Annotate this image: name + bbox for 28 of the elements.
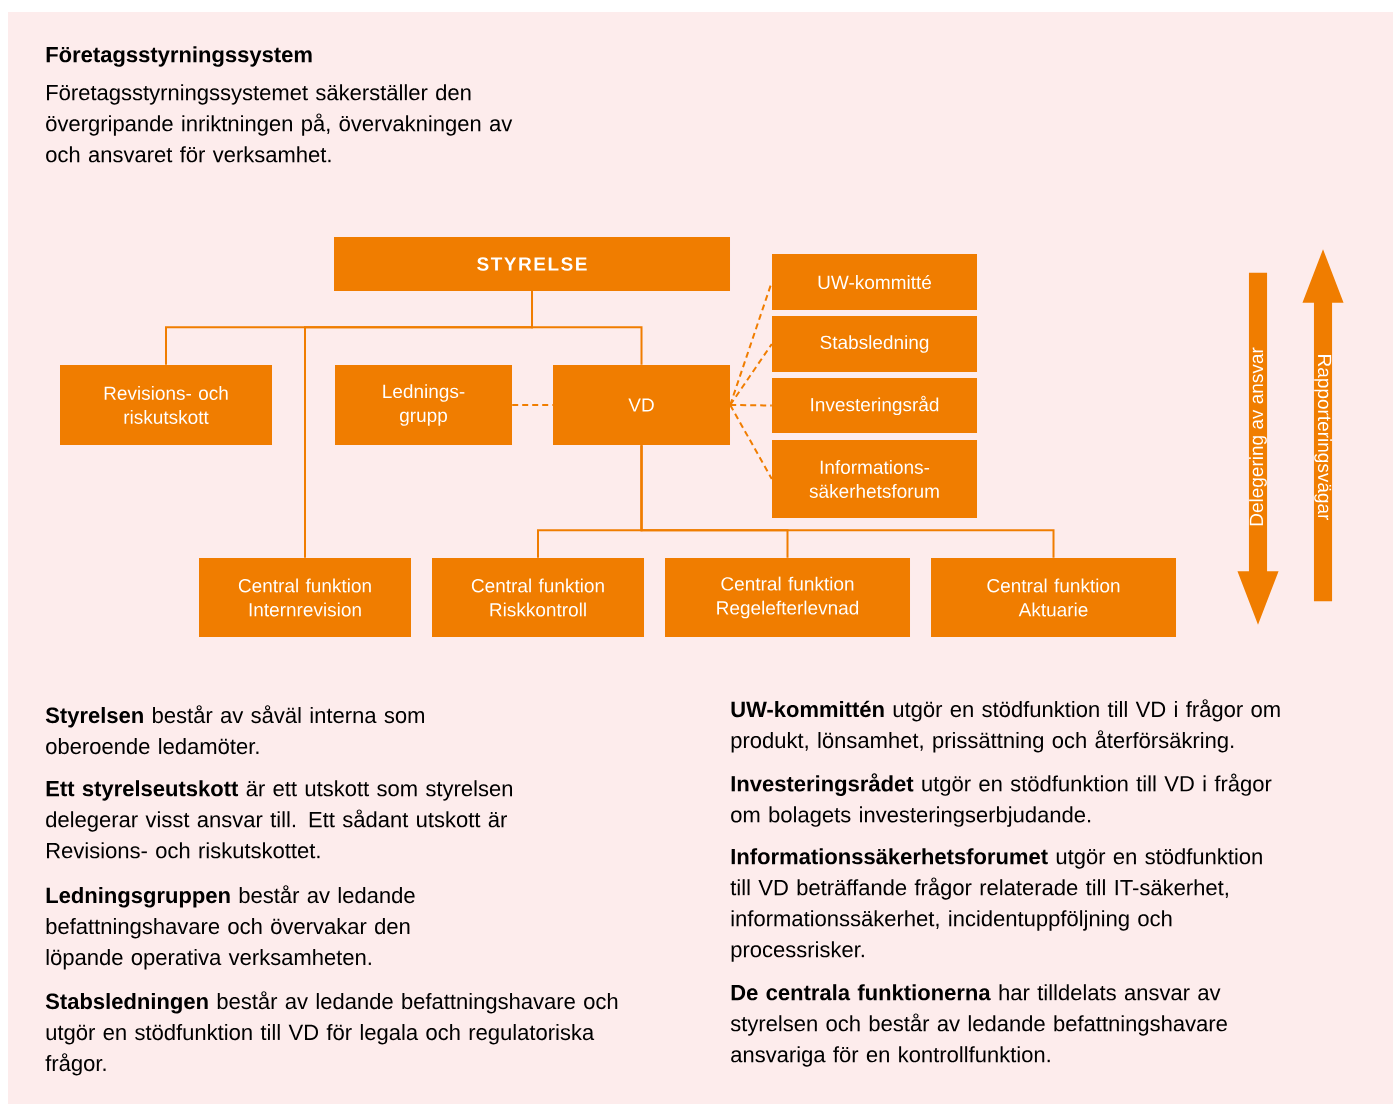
paragraph: Styrelsen består av såväl interna som oberoende ledamöter.: [45, 705, 424, 755]
connector-line: [531, 290, 643, 366]
connector-line: [640, 444, 1055, 559]
org-box: Lednings- grupp: [335, 365, 512, 445]
paragraph: Ledningsgruppen består av ledande befattningshavare och övervakar den löpande operativa verksamheten.: [46, 885, 415, 970]
paragraph: Företagsstyrningssystemet säkerställer den övergripande inriktningen på, övervakningen av och ansvaret för verksamhet.: [46, 84, 513, 163]
org-box: Informations- säkerhetsforum: [772, 440, 977, 518]
paragraph: UW-kommittén utgör en stödfunktion till VD i frågor om produkt, lönsamhet, prissättning och återförsäkring.: [731, 699, 1280, 753]
paragraph: Investeringsrådet utgör en stödfunktion till VD i frågor om bolagets investeringserbjudande.: [731, 773, 1272, 827]
heading: Företagsstyrningssystem: [46, 46, 312, 67]
org-box: Revisions- och riskutskott: [60, 365, 272, 445]
org-box: Investeringsråd: [772, 378, 977, 433]
connector-line: [729, 404, 773, 407]
connector-line: [511, 404, 554, 406]
org-box: Central funktion Riskkontroll: [432, 558, 644, 637]
paragraph: De centrala funktionerna har tilldelats ansvar av styrelsen och består av ledande befattningshavare ansvariga för en kontrollfunktion.: [730, 984, 1227, 1067]
org-box: Stabsledning: [772, 316, 977, 372]
paragraph: Ett styrelseutskott är ett utskott som styrelsen delegerar visst ansvar till. Ett sådant utskott är Revisions- och riskutskottet.: [46, 780, 512, 859]
org-box: UW-kommitté: [772, 254, 977, 310]
org-box: Central funktion Aktuarie: [931, 558, 1176, 637]
org-box: Central funktion Internrevision: [199, 558, 411, 637]
connector-line: [729, 343, 773, 406]
org-box: STYRELSE: [334, 237, 730, 291]
org-box: VD: [553, 365, 730, 445]
paragraph: Stabsledningen består av ledande befattningshavare och utgör en stödfunktion till VD för legala och regulatoriska frågor.: [45, 991, 618, 1076]
paragraph: Informationssäkerhetsforumet utgör en stödfunktion till VD beträffande frågor relaterade till IT-säkerhet, informationssäkerhet, incidentuppföljning och processrisker.: [730, 848, 1262, 962]
connector-line: [729, 404, 773, 480]
org-box: Central funktion Regelefterlevnad: [665, 558, 910, 637]
